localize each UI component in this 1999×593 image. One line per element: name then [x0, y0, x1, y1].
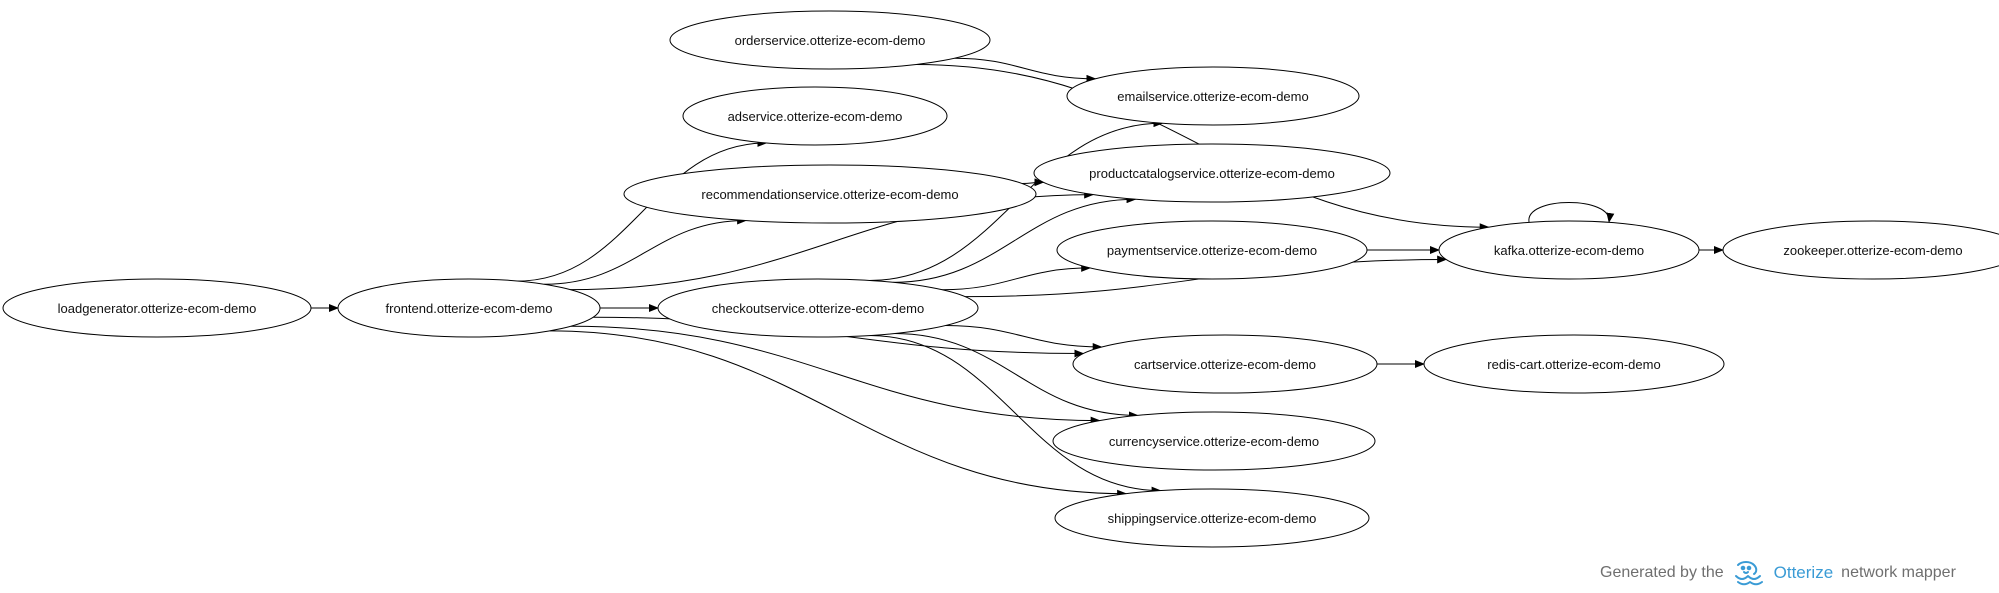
node-label: redis-cart.otterize-ecom-demo: [1487, 357, 1660, 372]
node-label: zookeeper.otterize-ecom-demo: [1783, 243, 1962, 258]
node-emailservice: emailservice.otterize-ecom-demo: [1066, 66, 1360, 126]
node-loadgenerator: loadgenerator.otterize-ecom-demo: [2, 278, 312, 338]
node-ellipse: [1033, 143, 1391, 203]
node-cartservice: cartservice.otterize-ecom-demo: [1072, 334, 1378, 394]
node-paymentservice: paymentservice.otterize-ecom-demo: [1056, 220, 1368, 280]
node-productcatalogservice: productcatalogservice.otterize-ecom-demo: [1033, 143, 1391, 203]
node-ellipse: [2, 278, 312, 338]
node-label: loadgenerator.otterize-ecom-demo: [58, 301, 257, 316]
node-ellipse: [1072, 334, 1378, 394]
node-ellipse: [1052, 411, 1376, 471]
node-label: shippingservice.otterize-ecom-demo: [1108, 511, 1317, 526]
edge-checkoutservice-to-shippingservice: [869, 334, 1162, 495]
node-frontend: frontend.otterize-ecom-demo: [337, 278, 601, 338]
node-label: recommendationservice.otterize-ecom-demo: [701, 187, 958, 202]
node-label: frontend.otterize-ecom-demo: [386, 301, 553, 316]
node-currencyservice: currencyservice.otterize-ecom-demo: [1052, 411, 1376, 471]
edge-checkoutservice-to-paymentservice: [942, 263, 1092, 291]
edge-frontend-to-recommendationservice: [544, 216, 748, 285]
node-checkoutservice: checkoutservice.otterize-ecom-demo: [657, 278, 979, 338]
node-label: adservice.otterize-ecom-demo: [728, 109, 903, 124]
node-zookeeper: zookeeper.otterize-ecom-demo: [1722, 220, 1999, 280]
node-kafka: kafka.otterize-ecom-demo: [1438, 220, 1700, 280]
node-ellipse: [1722, 220, 1999, 280]
node-ellipse: [657, 278, 979, 338]
edge-orderservice-to-emailservice: [954, 57, 1097, 83]
node-label: emailservice.otterize-ecom-demo: [1117, 89, 1308, 104]
node-adservice: adservice.otterize-ecom-demo: [682, 86, 948, 146]
edge-frontend-to-currencyservice: [570, 325, 1101, 425]
node-ellipse: [1066, 66, 1360, 126]
edge-recommendationservice-to-productcatalogservice: [1021, 178, 1045, 187]
node-ellipse: [1438, 220, 1700, 280]
footer-prefix: Generated by the: [1600, 564, 1724, 581]
node-ellipse: [337, 278, 601, 338]
edge-checkoutservice-to-productcatalogservice: [892, 195, 1137, 283]
edge-frontend-to-adservice: [517, 138, 768, 282]
node-ellipse: [623, 164, 1037, 224]
otter-logo-icon: [1734, 561, 1763, 586]
node-label: kafka.otterize-ecom-demo: [1494, 243, 1644, 258]
node-orderservice: orderservice.otterize-ecom-demo: [669, 10, 991, 70]
node-shippingservice: shippingservice.otterize-ecom-demo: [1054, 488, 1370, 548]
node-ellipse: [1056, 220, 1368, 280]
nodes-layer: loadgenerator.otterize-ecom-demo frontend…: [2, 10, 1999, 548]
edge-checkoutservice-to-cartservice: [945, 325, 1103, 352]
footer-suffix: network mapper: [1841, 564, 1956, 581]
node-label: checkoutservice.otterize-ecom-demo: [712, 301, 924, 316]
node-ellipse: [1423, 334, 1725, 394]
edge-checkoutservice-to-currencyservice: [893, 333, 1139, 420]
node-ellipse: [682, 86, 948, 146]
node-recommendationservice: recommendationservice.otterize-ecom-demo: [623, 164, 1037, 224]
node-label: currencyservice.otterize-ecom-demo: [1109, 434, 1319, 449]
edge-kafka-to-kafka: [1528, 202, 1615, 223]
edge-frontend-to-shippingservice: [549, 330, 1128, 498]
node-ellipse: [1054, 488, 1370, 548]
node-ellipse: [669, 10, 991, 70]
node-label: orderservice.otterize-ecom-demo: [735, 33, 926, 48]
footer-attribution: Generated by the Otterize network mapper: [1600, 560, 1995, 586]
node-label: paymentservice.otterize-ecom-demo: [1107, 243, 1317, 258]
node-label: cartservice.otterize-ecom-demo: [1134, 357, 1316, 372]
footer-brand: Otterize: [1773, 563, 1834, 582]
node-label: productcatalogservice.otterize-ecom-demo: [1089, 166, 1335, 181]
node-redis-cart: redis-cart.otterize-ecom-demo: [1423, 334, 1725, 394]
